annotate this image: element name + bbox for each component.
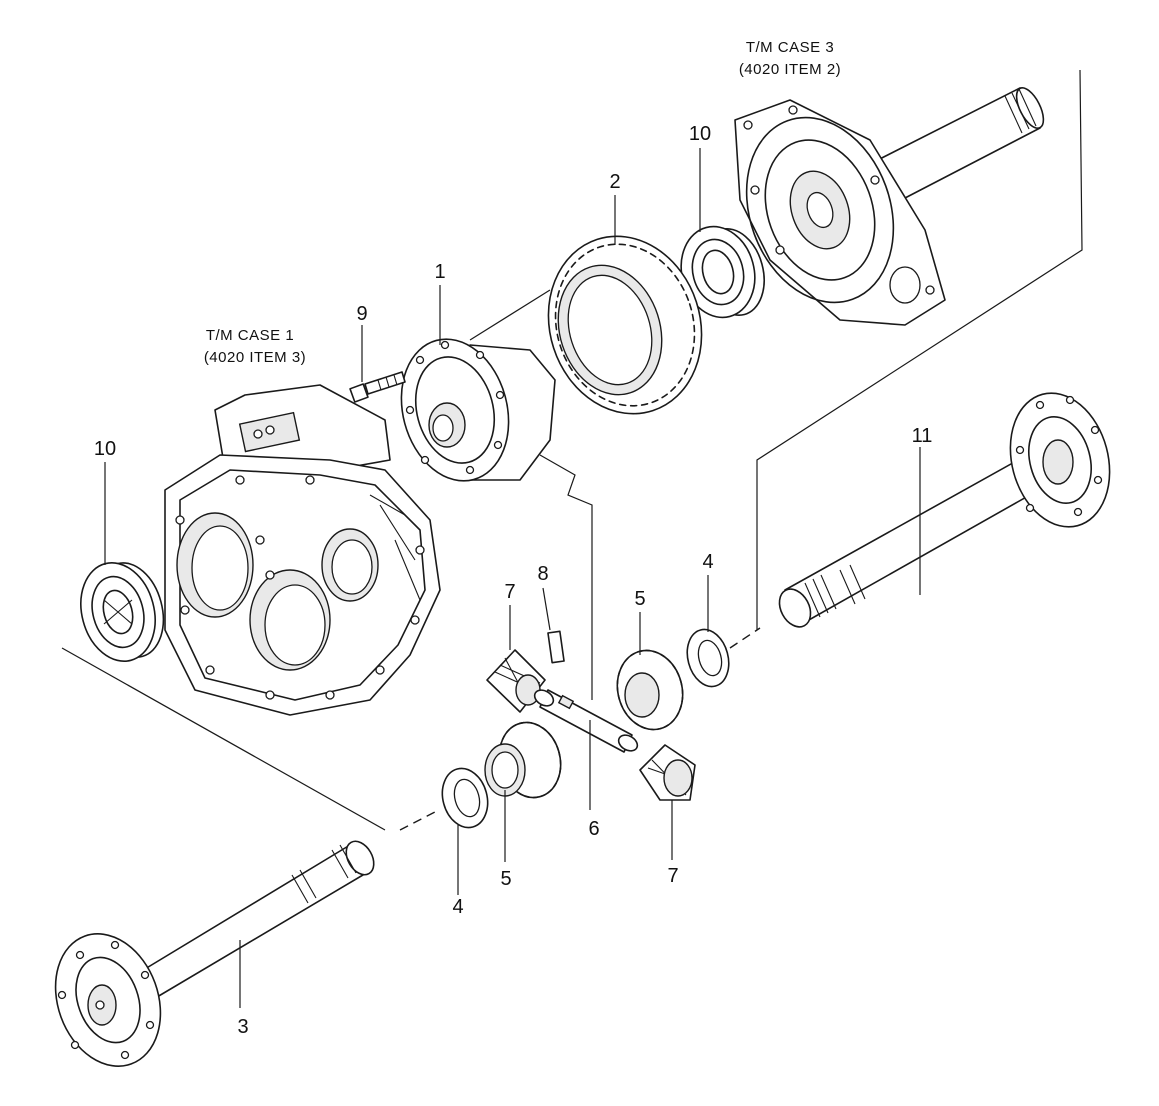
- side-gear-5-right: [616, 649, 684, 731]
- callout-9: 9: [356, 303, 367, 325]
- callout-2: 2: [609, 171, 620, 193]
- callout-5-left: 5: [500, 868, 511, 890]
- callout-10-lower: 10: [94, 438, 116, 460]
- callout-3: 3: [237, 1016, 248, 1038]
- tm-case-1-ref: (4020 ITEM 3): [204, 349, 306, 366]
- pinion-gear-7-lower: [639, 744, 696, 801]
- tm-case-1-label: T/M CASE 1: [206, 327, 294, 344]
- callout-4-right: 4: [702, 551, 713, 573]
- callout-4-left: 4: [452, 896, 463, 918]
- ring-gear-2: [547, 235, 703, 415]
- axle-shaft-3: [54, 840, 375, 1067]
- assembly-line-left: [61, 647, 386, 831]
- tm-case-3-ref: (4020 ITEM 2): [739, 61, 841, 78]
- tm-case-3-label: T/M CASE 3: [746, 39, 834, 56]
- callout-8: 8: [537, 563, 548, 585]
- axle-shaft-11: [778, 392, 1111, 628]
- callout-6: 6: [588, 818, 599, 840]
- tm-case-1: [164, 384, 441, 716]
- assembly-line-right: [756, 69, 1083, 630]
- callout-7-upper: 7: [504, 581, 515, 603]
- callout-11: 11: [912, 425, 933, 447]
- pinion-gear-7-upper: [486, 649, 546, 713]
- bearing-10-lower: [80, 562, 165, 662]
- assembly-dash-left: [399, 811, 436, 831]
- side-gear-5-left: [484, 721, 562, 799]
- tm-case-3: [734, 87, 1045, 326]
- thrust-washer-4-right: [686, 628, 730, 688]
- callout-10-upper: 10: [689, 123, 711, 145]
- assembly-dash-right: [729, 627, 761, 649]
- bolt-9: [349, 371, 406, 403]
- differential-case-1: [400, 338, 556, 482]
- callout-5-right: 5: [634, 588, 645, 610]
- pin-8: [547, 630, 565, 664]
- thrust-washer-4-left: [441, 767, 489, 829]
- callout-7-lower: 7: [667, 865, 678, 887]
- pinion-shaft-6: [533, 689, 639, 753]
- bearing-10-upper: [680, 225, 765, 319]
- callout-1: 1: [434, 261, 445, 283]
